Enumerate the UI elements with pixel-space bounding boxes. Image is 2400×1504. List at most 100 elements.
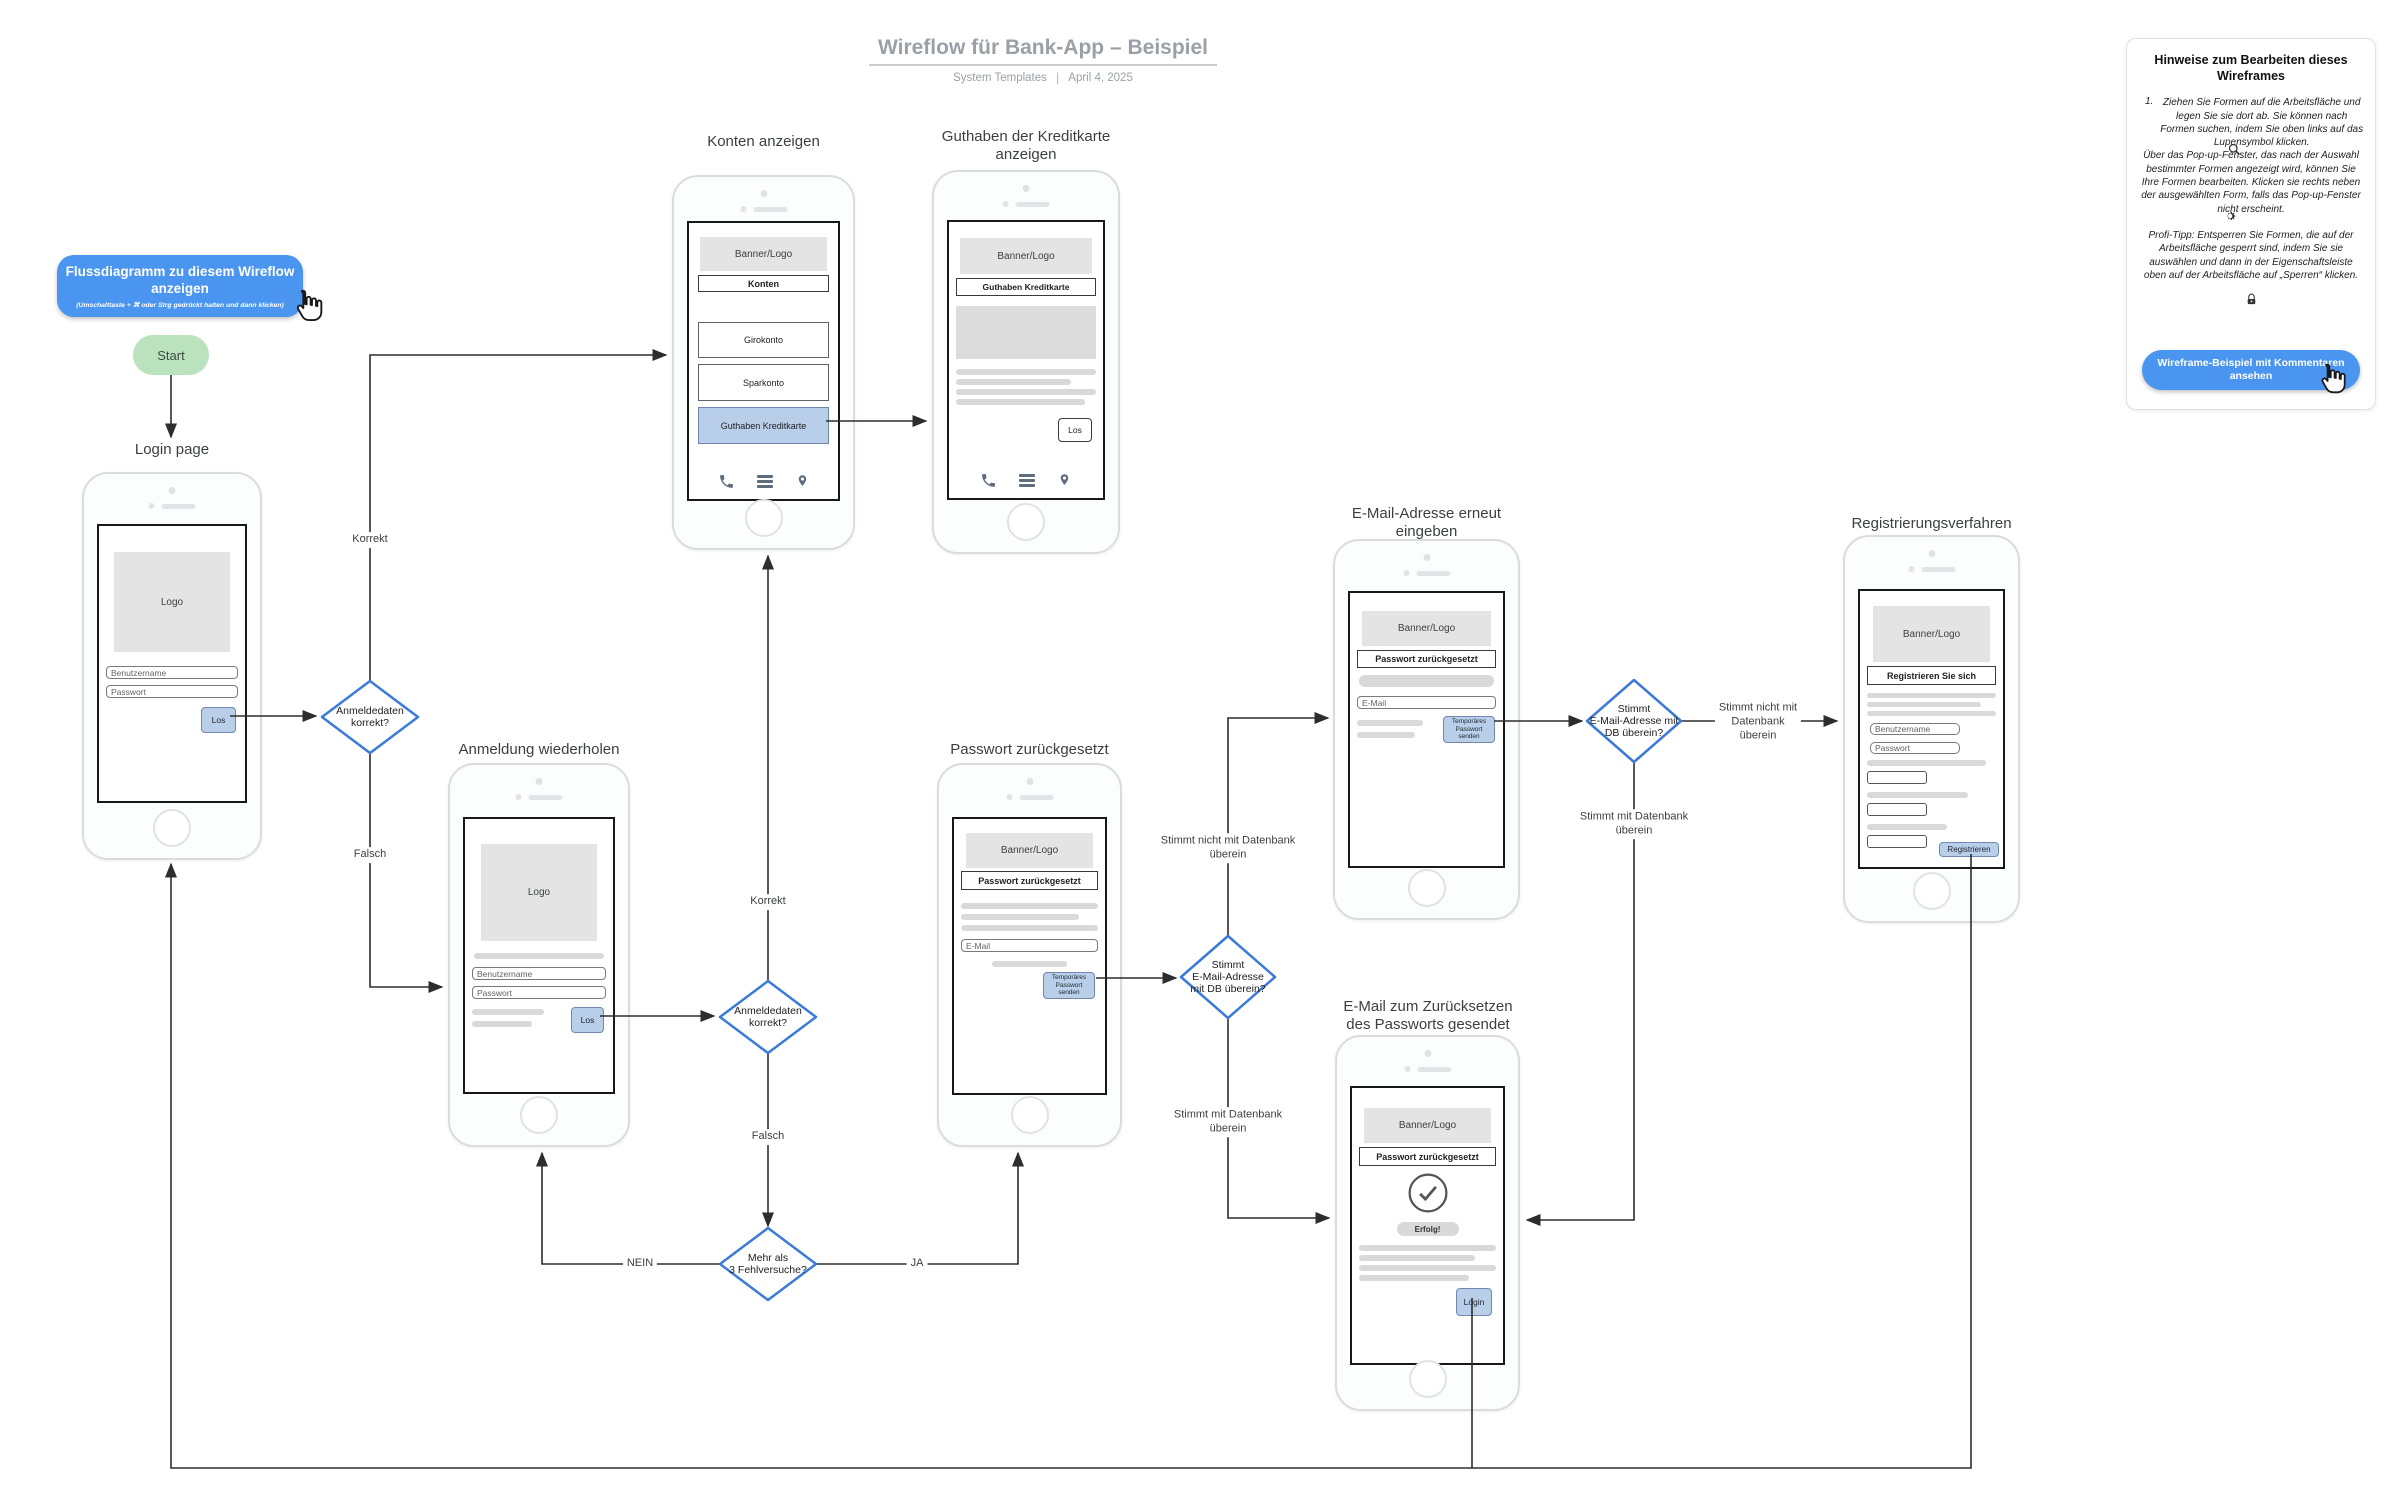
show-flowchart-button-hint: (Umschalttaste + ⌘ oder Strg gedrückt ha… — [76, 301, 284, 309]
notes-pro-tip: Profi-Tipp: Entsperren Sie Formen, die a… — [2143, 229, 2359, 281]
username-field[interactable]: Benutzername — [106, 666, 238, 679]
email-field[interactable]: E-Mail — [961, 939, 1098, 952]
menu-icon[interactable] — [1019, 474, 1035, 487]
screen-footer-nav — [689, 473, 838, 490]
magnifier-icon — [2228, 143, 2241, 156]
phone-title-accounts: Konten anzeigen — [707, 133, 820, 150]
edge-d1-korrekt-to-accounts — [369, 348, 668, 681]
username-field[interactable]: Benutzername — [472, 967, 606, 980]
account-row-credit-highlighted[interactable]: Guthaben Kreditkarte — [698, 407, 829, 444]
phone-register[interactable]: Banner/Logo Registrieren Sie sich Benutz… — [1843, 535, 2020, 923]
phone-reset[interactable]: Banner/Logo Passwort zurückgesetzt E-Mai… — [937, 763, 1122, 1147]
home-button-icon — [1407, 869, 1446, 907]
phone-icon[interactable] — [718, 473, 735, 490]
send-temp-password-button[interactable]: Temporäres Passwort senden — [1043, 972, 1095, 999]
retry-screen: Logo Benutzername Passwort Los — [463, 817, 615, 1094]
start-node[interactable]: Start — [133, 335, 209, 375]
email-sent-screen: Banner/Logo Passwort zurückgesetzt Erfol… — [1350, 1086, 1505, 1365]
phone-accounts[interactable]: Banner/Logo Konten Girokonto Sparkonto G… — [672, 175, 855, 550]
camera-dot-icon — [1026, 778, 1033, 785]
lock-icon — [2247, 293, 2255, 305]
home-button-icon — [1912, 872, 1951, 910]
reset-header: Passwort zurückgesetzt — [961, 871, 1098, 890]
edge-label-db-match-1: Stimmt mit Datenbank überein — [1169, 1107, 1287, 1137]
phone-icon[interactable] — [980, 472, 997, 489]
login-go-button[interactable]: Los — [201, 707, 236, 733]
notes-panel: Hinweise zum Bearbeiten dieses Wireframe… — [2126, 38, 2376, 410]
phone-title-register: Registrierungsverfahren — [1851, 515, 2012, 532]
location-pin-icon[interactable] — [1057, 473, 1072, 488]
menu-icon[interactable] — [756, 475, 773, 488]
banner-placeholder: Banner/Logo — [700, 237, 827, 271]
speaker-icon — [1403, 570, 1450, 576]
login-button[interactable]: Login — [1456, 1288, 1492, 1316]
password-field[interactable]: Passwort — [1870, 742, 1961, 754]
speaker-icon — [1404, 1066, 1451, 1072]
banner-placeholder: Banner/Logo — [966, 833, 1093, 868]
edge-label-falsch-2: Falsch — [747, 1129, 789, 1145]
send-temp-password-button[interactable]: Temporäres Passwort senden — [1443, 716, 1495, 743]
username-field[interactable]: Benutzername — [1870, 723, 1961, 735]
register-button[interactable]: Registrieren — [1939, 842, 1999, 857]
email-again-screen: Banner/Logo Passwort zurückgesetzt E-Mai… — [1348, 591, 1505, 868]
phone-email-again[interactable]: Banner/Logo Passwort zurückgesetzt E-Mai… — [1333, 539, 1520, 920]
retry-go-button[interactable]: Los — [571, 1007, 604, 1033]
account-row-spar[interactable]: Sparkonto — [698, 364, 829, 401]
location-pin-icon[interactable] — [795, 474, 810, 489]
edge-d4-up-to-email-again — [1227, 711, 1330, 936]
password-field[interactable]: Passwort — [472, 986, 606, 999]
account-row-giro[interactable]: Girokonto — [698, 322, 829, 358]
home-button-icon — [153, 809, 191, 847]
speaker-icon — [1908, 566, 1955, 572]
camera-dot-icon — [535, 778, 543, 785]
phone-email-sent[interactable]: Banner/Logo Passwort zurückgesetzt Erfol… — [1335, 1035, 1520, 1411]
edge-label-db-mismatch-2: Stimmt nicht mit Datenbank überein — [1714, 700, 1802, 744]
phone-retry[interactable]: Logo Benutzername Passwort Los — [448, 763, 630, 1147]
accounts-header: Konten — [698, 275, 829, 292]
accounts-screen: Banner/Logo Konten Girokonto Sparkonto G… — [687, 221, 840, 501]
camera-dot-icon — [1423, 554, 1430, 561]
banner-placeholder: Banner/Logo — [1873, 606, 1990, 662]
speaker-icon — [1002, 201, 1050, 207]
form-field-placeholder[interactable] — [1867, 803, 1927, 816]
form-field-placeholder[interactable] — [1867, 771, 1927, 784]
decision-label-email-db-1: Stimmt E-Mail-Adresse mit DB überein? — [1190, 958, 1266, 996]
home-button-icon — [1010, 1096, 1049, 1134]
title-meta: System Templates | April 4, 2025 — [869, 70, 1217, 85]
camera-dot-icon — [760, 190, 767, 197]
camera-dot-icon — [168, 487, 176, 494]
email-field[interactable]: E-Mail — [1357, 696, 1496, 709]
reset-screen: Banner/Logo Passwort zurückgesetzt E-Mai… — [952, 817, 1107, 1095]
phone-login[interactable]: Logo Benutzername Passwort Los — [82, 472, 262, 860]
decision-label-credentials-2: Anmeldedaten korrekt? — [734, 1004, 802, 1029]
page-title: Wireflow für Bank-App – Beispiel — [877, 36, 1209, 59]
edge-label-korrekt-2: Korrekt — [746, 894, 790, 910]
title-meta-separator: | — [1055, 70, 1060, 85]
credit-go-button[interactable]: Los — [1058, 418, 1092, 442]
edge-label-ja: JA — [906, 1256, 928, 1272]
show-flowchart-button-label: Flussdiagramm zu diesem Wireflow anzeige… — [65, 264, 295, 296]
content-placeholder-pill — [1359, 675, 1494, 687]
banner-placeholder: Banner/Logo — [960, 238, 1092, 274]
register-header: Registrieren Sie sich — [1867, 666, 1996, 685]
show-flowchart-button[interactable]: Flussdiagramm zu diesem Wireflow anzeige… — [57, 255, 303, 317]
phone-credit[interactable]: Banner/Logo Guthaben Kreditkarte Los — [932, 170, 1120, 554]
speaker-icon — [1006, 794, 1053, 800]
edge-d3-nein-to-retry — [535, 1151, 720, 1265]
decision-label-email-db-2: Stimmt E-Mail-Adresse mit DB überein? — [1589, 702, 1679, 740]
phone-title-email-sent: E-Mail zum Zurücksetzen des Passworts ge… — [1343, 998, 1513, 1033]
home-button-icon — [744, 499, 783, 537]
edge-label-db-match-2: Stimmt mit Datenbank überein — [1575, 809, 1693, 839]
email-sent-header: Passwort zurückgesetzt — [1359, 1147, 1496, 1166]
phone-title-credit: Guthaben der Kreditkarte anzeigen — [941, 128, 1111, 163]
password-field[interactable]: Passwort — [106, 685, 238, 698]
logo-placeholder: Logo — [114, 552, 230, 652]
notes-item-number: 1. — [2145, 96, 2154, 108]
home-button-icon — [520, 1096, 558, 1134]
form-field-placeholder[interactable] — [1867, 835, 1927, 848]
phone-title-reset: Passwort zurückgesetzt — [950, 741, 1109, 758]
decision-label-attempts: Mehr als 3 Fehlversuche? — [729, 1251, 807, 1276]
edge-label-korrekt-1: Korrekt — [348, 532, 392, 548]
register-screen: Banner/Logo Registrieren Sie sich Benutz… — [1858, 589, 2005, 869]
phone-title-login: Login page — [134, 441, 210, 458]
